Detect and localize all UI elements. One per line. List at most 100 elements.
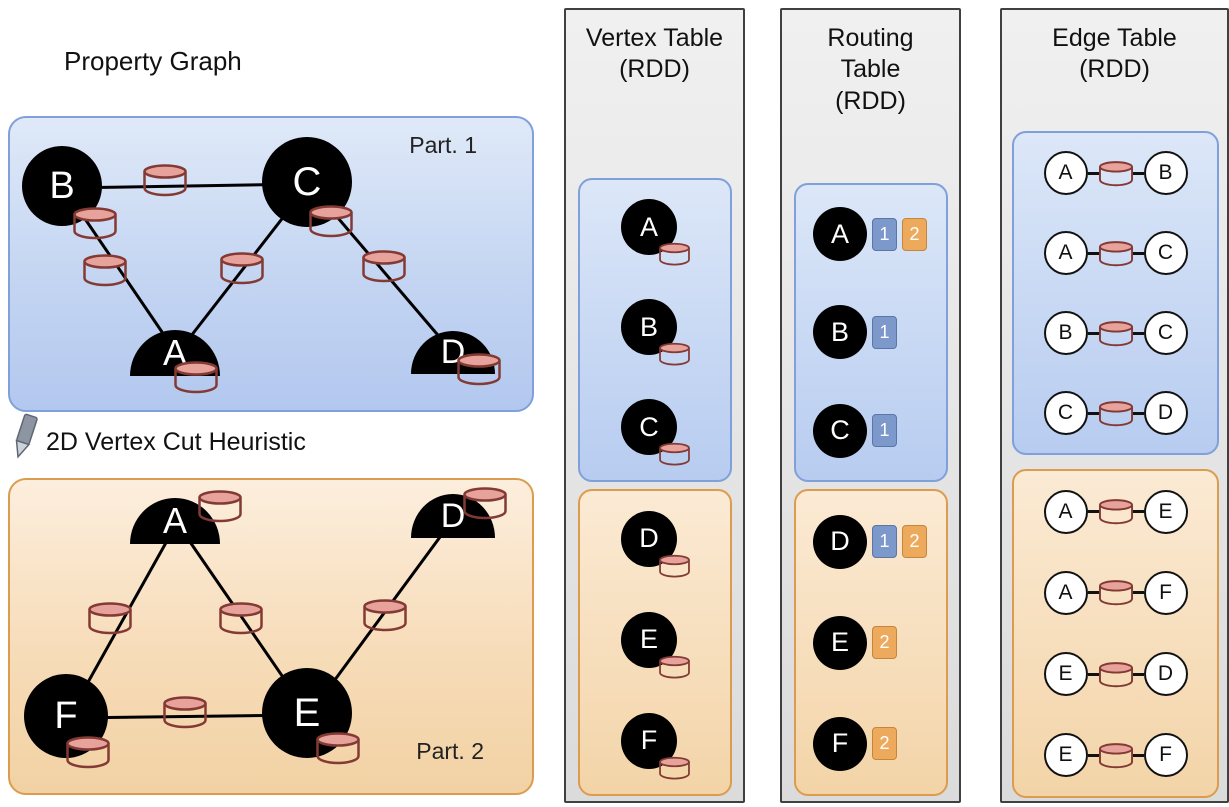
routing-entry: A 1 2 [796,207,963,262]
routing-table-part2-box: D 1 2 E 2 F 2 [794,489,948,796]
property-cylinder-icon [1098,320,1134,347]
vertex-entry: B [619,299,691,361]
routing-entry: D 1 2 [796,514,963,569]
edge-endpoint: E [1143,489,1188,534]
routing-entry: B 1 [796,305,963,360]
vertex-node: D [813,514,867,569]
edge-endpoint: A [1043,151,1088,195]
property-cylinder-icon [173,360,219,394]
vertex-label: D [639,523,659,553]
endpoint-label: C [1057,401,1074,424]
routing-table-title: Routing Table (RDD) [782,10,959,117]
edge-endpoint: F [1143,733,1188,778]
property-cylinder-icon [658,442,691,466]
vertex-label: A [639,211,658,242]
property-cylinder-icon [658,242,691,266]
vertex-label: F [640,725,658,755]
property-cylinder-icon [462,486,508,520]
edge-line [1087,331,1099,335]
vertex-entry: A [619,199,691,261]
badge-label: 2 [909,223,920,244]
vertex-entry: C [619,399,691,461]
badge-label: 1 [879,531,890,551]
property-cylinder-icon [456,352,502,386]
property-cylinder-icon [197,489,243,523]
routing-table-title-line3: (RDD) [835,86,906,115]
partition-badge: 1 [872,525,897,558]
property-cylinder-icon [658,342,691,366]
endpoint-label: A [1058,241,1073,264]
endpoint-label: D [1157,401,1174,424]
edge-endpoint: B [1043,311,1088,355]
routing-table-title-line1: Routing [827,24,914,52]
partition-badge: 1 [872,315,897,349]
edge-row: A E [1043,489,1188,534]
edge-line [1087,753,1099,757]
endpoint-label: F [1159,743,1172,767]
edge-endpoint: D [1143,652,1188,697]
vertex-label: A [830,218,849,249]
endpoint-label: B [1058,321,1073,344]
vertex-label: F [831,728,849,758]
edge-row: B C [1043,311,1188,355]
edge-table-panel: Edge Table (RDD) A B A C B C C [1000,8,1229,803]
vertex-entry: D [619,510,691,573]
property-cylinder-icon [1098,240,1134,267]
property-cylinder-icon [658,554,691,578]
partition-badge: 2 [902,217,927,251]
edge-row: A B [1043,151,1188,195]
vertex-label: D [830,526,850,556]
property-cylinder-icon [72,206,118,240]
property-cylinder-icon [87,601,133,635]
routing-entry: C 1 [796,403,963,458]
vertex-label: C [639,411,659,442]
graph-node-label: D [440,496,466,535]
badge-label: 1 [879,420,890,441]
property-cylinder-icon [1098,579,1134,606]
routing-table-part1-box: A 1 2 B 1 C 1 [794,183,948,482]
graph-node-label: A [162,500,187,541]
endpoint-label: E [1058,743,1073,767]
routing-table-title-line2: Table [840,55,901,84]
edge-table-title-line2: (RDD) [1079,55,1150,84]
property-cylinder-icon [1098,400,1134,427]
badge-label: 1 [879,223,890,244]
edge-endpoint: B [1143,151,1188,195]
vertex-entry: E [619,611,691,674]
edge-endpoint: A [1043,231,1088,275]
vertex-label: C [830,415,850,446]
edge-line [1087,171,1099,175]
edge-row: A C [1043,231,1188,275]
edge-row: C D [1043,391,1188,435]
endpoint-label: F [1159,580,1172,604]
edge-line [1132,510,1144,514]
vertex-label: E [639,624,658,654]
edge-table-part1-box: A B A C B C C D [1012,131,1219,455]
graph-node-label: E [293,690,321,735]
routing-table-panel: Routing Table (RDD) A 1 2 B 1 C 1 D 1 2 … [780,8,961,803]
endpoint-label: C [1157,321,1174,344]
pencil-icon [15,413,38,459]
edge-row: E F [1043,733,1188,778]
partition-badge: 2 [872,626,897,659]
edge-row: A F [1043,570,1188,615]
edge-line [1132,251,1144,255]
edge-endpoint: C [1043,391,1088,435]
edge-endpoint: D [1143,391,1188,435]
vertex-label: E [830,627,849,657]
edge-endpoint: F [1143,570,1188,615]
partition-1-label: Part. 1 [409,132,477,158]
partition-badge: 2 [872,727,897,760]
edge-table-part2-box: A E A F E D E F [1012,469,1219,798]
edge-endpoint: C [1143,231,1188,275]
endpoint-label: C [1157,241,1174,264]
edge-table-title: Edge Table (RDD) [1002,10,1227,86]
property-cylinder-icon [315,731,361,765]
property-cylinder-icon [219,251,265,285]
property-cylinder-icon [65,735,111,769]
graph-node-label: B [49,164,75,207]
property-cylinder-icon [142,163,188,197]
endpoint-label: E [1058,662,1073,686]
vertex-entry: F [619,712,691,775]
vertex-table-part2-box: D E F [578,489,732,796]
